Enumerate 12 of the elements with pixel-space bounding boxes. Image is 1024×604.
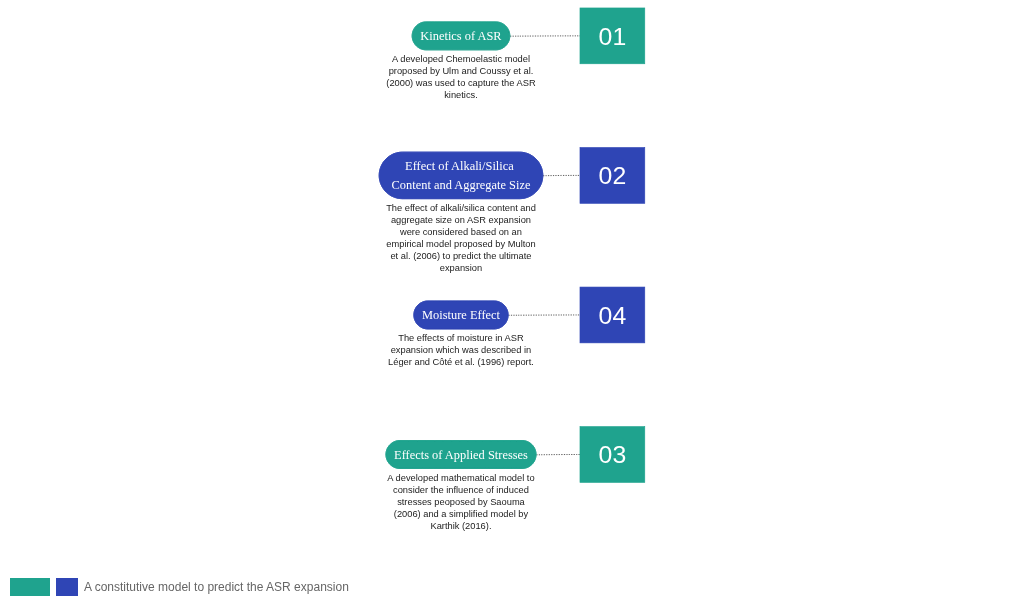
node-box: 03 <box>579 425 646 483</box>
description-text: A developed mathematical model to consider the influence of induced stresses peoposed by Saouma (2006) and a simplified model by Karthik (2016). <box>386 471 536 533</box>
description-text: The effects of moisture in ASR expansion which was described in Léger and Côté et al. (1996) report. <box>387 332 535 369</box>
node-box: 02 <box>579 146 646 204</box>
description-text: A developed Chemoelastic model proposed by Ulm and Coussy et al. (2000) was used to capture the ASR kinetics. <box>385 53 537 102</box>
description-text: The effect of alkali/silica content and aggregate size on ASR expansion were considered based on an empirical model proposed by Multon et al. (2006) to predict the ultimate expansion <box>385 201 537 275</box>
connector <box>535 453 581 455</box>
node-box: 01 <box>579 7 646 64</box>
connector <box>509 34 581 37</box>
legend-text: A constitutive model to predict the ASR expansion <box>84 580 349 594</box>
node-box: 04 <box>579 286 646 343</box>
connector <box>507 314 581 316</box>
